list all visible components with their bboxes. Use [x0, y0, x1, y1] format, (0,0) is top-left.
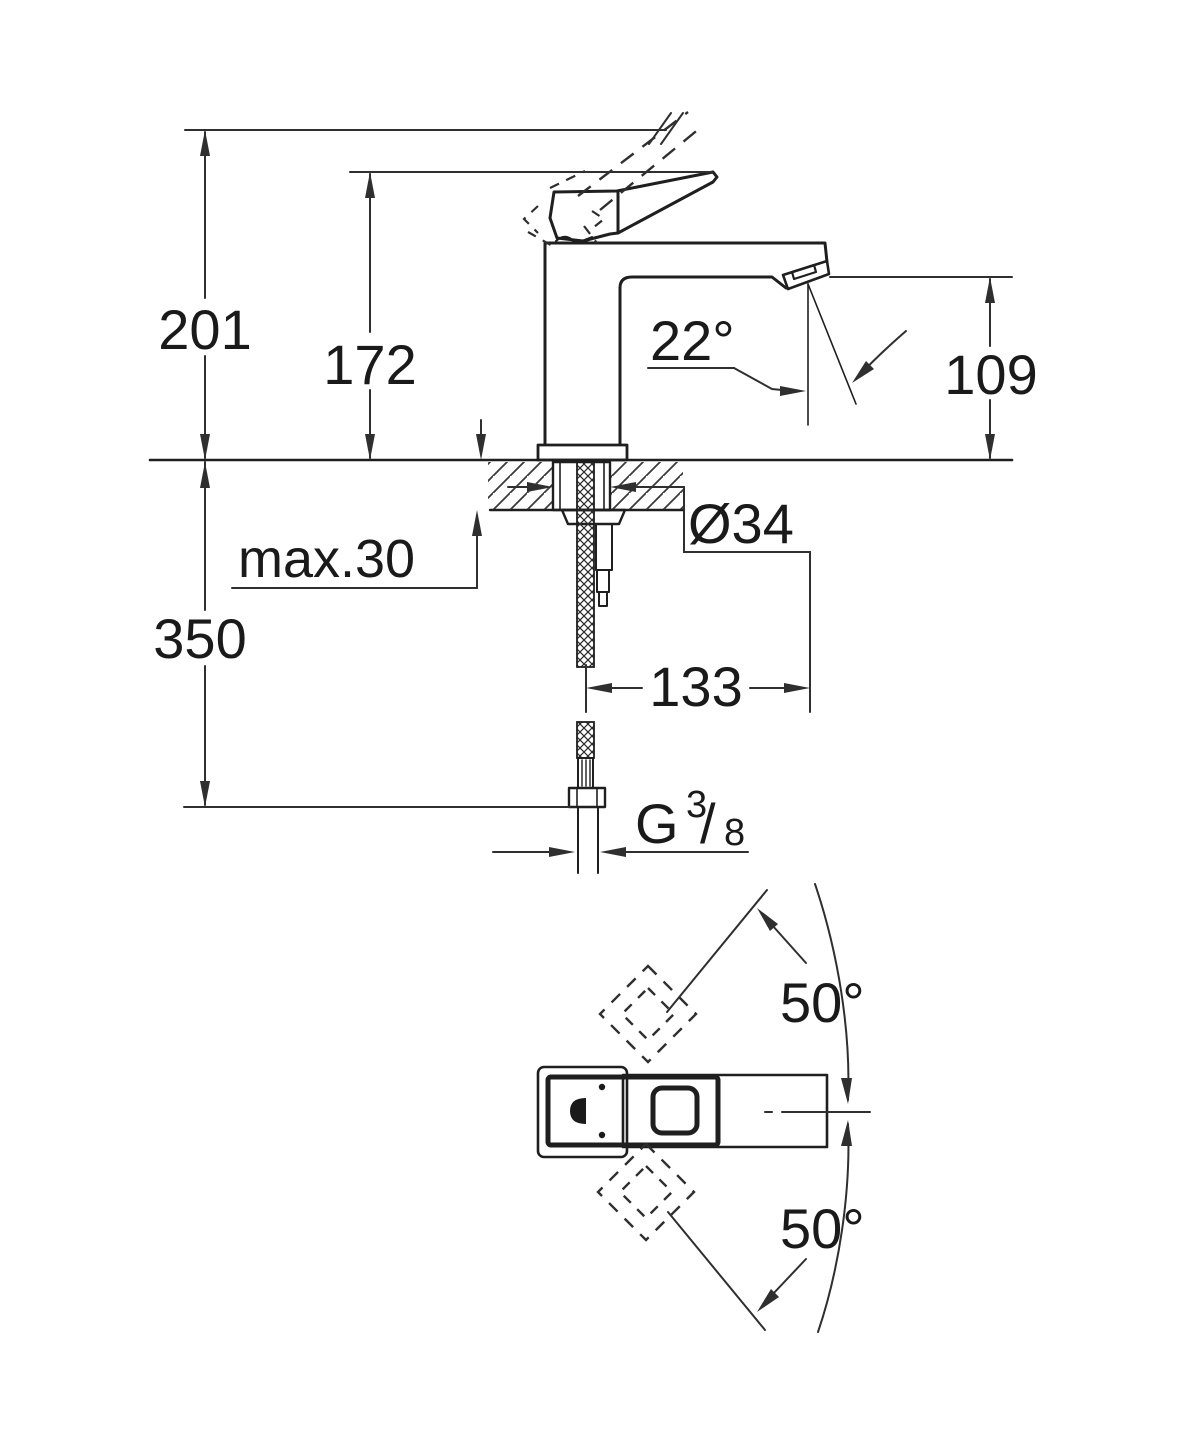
stream-angle-line	[807, 283, 857, 405]
side-view-dimensions: 201 172 109 350	[153, 112, 1038, 857]
arrowhead-down	[200, 781, 210, 807]
arrowhead-right	[780, 386, 806, 396]
plan-lever-neck	[650, 1085, 700, 1136]
plan-handle-rotated-down	[596, 1142, 696, 1242]
dim-swing-top: 50°	[666, 883, 865, 1104]
hose-braid-upper	[576, 461, 595, 668]
mounting-shank	[551, 460, 627, 607]
dim-spout-angle: 22°	[647, 309, 907, 396]
dim-outlet-height: 109	[944, 277, 1038, 460]
arrowhead-left	[586, 683, 612, 693]
dim-thread-size: G 3 / 8	[635, 784, 745, 855]
arrowhead-up	[200, 130, 210, 156]
hose-braid-lower	[576, 721, 595, 759]
dim-label-hole-diameter: Ø34	[688, 492, 794, 555]
swing-arc-bottom	[817, 1123, 850, 1333]
dim-label-swing-top: 50°	[780, 971, 865, 1034]
mounting-nut	[560, 508, 627, 526]
swing-line-bottom	[667, 1211, 766, 1331]
thread-denominator: 8	[724, 812, 745, 854]
arrowhead-down-left	[757, 1289, 779, 1312]
lever-raised-dashed	[522, 111, 701, 249]
dim-label-spout-angle: 22°	[650, 309, 735, 372]
arrowhead-up	[365, 172, 375, 198]
arrowhead-left	[600, 847, 626, 857]
cartridge-cap-detail	[555, 235, 593, 244]
plan-outlet-mark	[570, 1098, 586, 1124]
faucet-spout-underside	[618, 275, 788, 446]
arrowhead-right	[549, 847, 575, 857]
dim-label-lever-height: 172	[323, 333, 416, 396]
faucet-side-view	[148, 111, 1014, 874]
arrowhead-right	[527, 482, 553, 492]
popup-rod-upper	[595, 523, 613, 571]
arrowhead-down	[200, 434, 210, 460]
dim-label-swing-bottom: 50°	[780, 1197, 865, 1260]
plan-dot-top	[598, 1083, 606, 1091]
thread-numerator: 3	[686, 784, 707, 826]
plan-dot-bottom	[598, 1131, 606, 1139]
arrowhead-down	[365, 434, 375, 460]
popup-rod-middle	[596, 569, 610, 593]
plan-base-square	[536, 1065, 629, 1159]
break-mark-2	[660, 112, 684, 145]
swing-line-top	[666, 889, 768, 1013]
dim-overall-height: 201	[158, 130, 252, 460]
dim-lever-height: 172	[323, 172, 417, 460]
arrowhead-up	[985, 277, 995, 303]
thread-slash: /	[700, 792, 716, 855]
arrowhead-up	[200, 462, 210, 488]
dim-spout-reach: 133	[585, 655, 810, 718]
swing-arc-top	[814, 883, 850, 1101]
base-flange	[536, 443, 629, 462]
arrowhead-right	[784, 683, 810, 693]
arrowhead-down	[476, 434, 486, 460]
break-mark-1	[648, 112, 672, 145]
dim-hose-drop: 350	[153, 461, 247, 807]
flex-hose	[567, 461, 607, 874]
arrowhead-down	[985, 434, 995, 460]
dim-label-mounting-thickness: max.30	[238, 529, 415, 589]
aerator-slot	[790, 263, 818, 281]
faucet-body-outline	[543, 241, 829, 446]
dim-hole-diameter: Ø34	[507, 482, 811, 713]
hose-hex-nut	[567, 786, 607, 809]
thread-letter: G	[635, 792, 679, 855]
popup-rod-lower	[598, 591, 608, 607]
dim-label-spout-reach: 133	[649, 655, 742, 718]
dim-mounting-thickness: max.30	[231, 419, 486, 589]
plan-lever-handle	[545, 1074, 721, 1148]
arrowhead-up	[472, 510, 482, 536]
arrowhead-left	[610, 482, 636, 492]
arrowhead-up	[841, 1120, 852, 1146]
plan-handle-rotated-up	[598, 964, 698, 1064]
lever-handle-outline	[548, 170, 719, 243]
arrowhead-down	[841, 1078, 852, 1104]
dim-label-outlet-height: 109	[944, 343, 1037, 406]
dim-tube-width	[492, 847, 749, 857]
arrowhead-arc	[852, 361, 874, 383]
dim-label-hose-drop: 350	[153, 607, 246, 670]
dim-label-overall-height: 201	[158, 298, 251, 361]
dim-swing-bottom: 50°	[667, 1120, 865, 1333]
arrowhead-up-left	[757, 908, 778, 931]
faucet-plan-view: 50° 50°	[536, 883, 871, 1333]
